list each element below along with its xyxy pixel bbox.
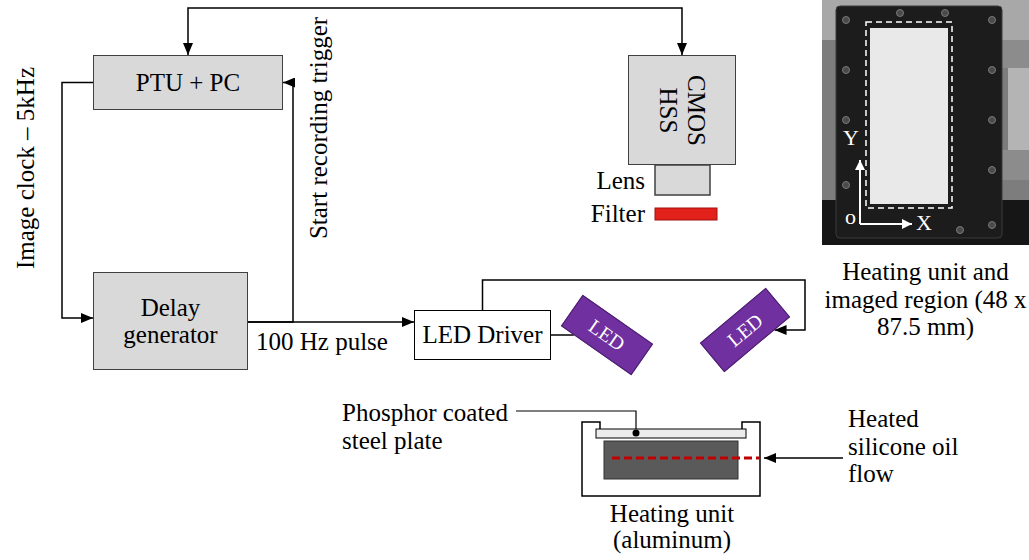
part-label: Heating unit (aluminum) — [587, 501, 757, 554]
driver-box: LED Driver — [414, 310, 551, 360]
led-box: LED — [561, 295, 653, 375]
connector — [551, 334, 574, 336]
screw — [843, 67, 850, 74]
part-label: Lens — [560, 167, 645, 195]
photo-caption: Heating unit and imaged region (48 x 87.… — [822, 258, 1029, 341]
filter-symbol — [655, 208, 717, 220]
signal-label: Image clock – 5kHz — [12, 67, 40, 269]
screw — [843, 117, 850, 124]
node-text: Delay generator — [106, 294, 236, 349]
imaged-region — [866, 22, 952, 208]
part-label: Filter — [555, 200, 645, 228]
screw — [942, 10, 949, 17]
axis-label: X — [916, 211, 932, 235]
flow-arrow — [764, 457, 843, 459]
axis-arrow — [859, 160, 861, 224]
screw — [989, 117, 996, 124]
process-box: PTU + PC — [93, 55, 283, 110]
photo-background — [822, 0, 1029, 245]
part-label: Phosphor coated steel plate — [342, 399, 537, 454]
screw — [897, 10, 904, 17]
leader-line — [516, 411, 636, 429]
screw — [989, 222, 996, 229]
axis-label: o — [845, 205, 856, 229]
screw — [989, 67, 996, 74]
screw — [843, 17, 850, 24]
axis-arrow — [860, 223, 912, 225]
steel-plate — [596, 429, 746, 438]
screw — [989, 167, 996, 174]
node-text: PTU + PC — [136, 69, 240, 97]
photo-heating-unit — [836, 6, 1002, 238]
signal-label: 100 Hz pulse — [256, 328, 388, 356]
connector — [248, 321, 414, 323]
photo-tube — [1008, 68, 1029, 150]
node-text: LED — [723, 309, 767, 351]
node-text: LED — [585, 315, 629, 355]
screw — [843, 182, 850, 189]
connector — [62, 83, 93, 319]
signal-label: Start recording trigger — [305, 17, 333, 239]
process-box: Delay generator — [93, 272, 248, 370]
camera-box: CMOS HSS — [628, 55, 736, 165]
photo-fitting — [1002, 150, 1029, 180]
heating-unit-body — [582, 422, 760, 496]
node-text: LED Driver — [422, 321, 542, 349]
node-text: CMOS HSS — [655, 70, 710, 150]
heating-block — [604, 441, 738, 479]
photo-plate — [870, 28, 948, 204]
screw — [957, 227, 964, 234]
part-label: Heated silicone oil flow — [848, 405, 973, 488]
screw — [989, 17, 996, 24]
phosphor-dot — [633, 430, 640, 437]
photo-fitting — [1002, 40, 1029, 68]
oil-channel — [612, 457, 760, 460]
axis-label: Y — [843, 126, 859, 150]
connector — [248, 83, 293, 322]
connector — [188, 8, 682, 55]
lens-symbol — [655, 165, 710, 195]
